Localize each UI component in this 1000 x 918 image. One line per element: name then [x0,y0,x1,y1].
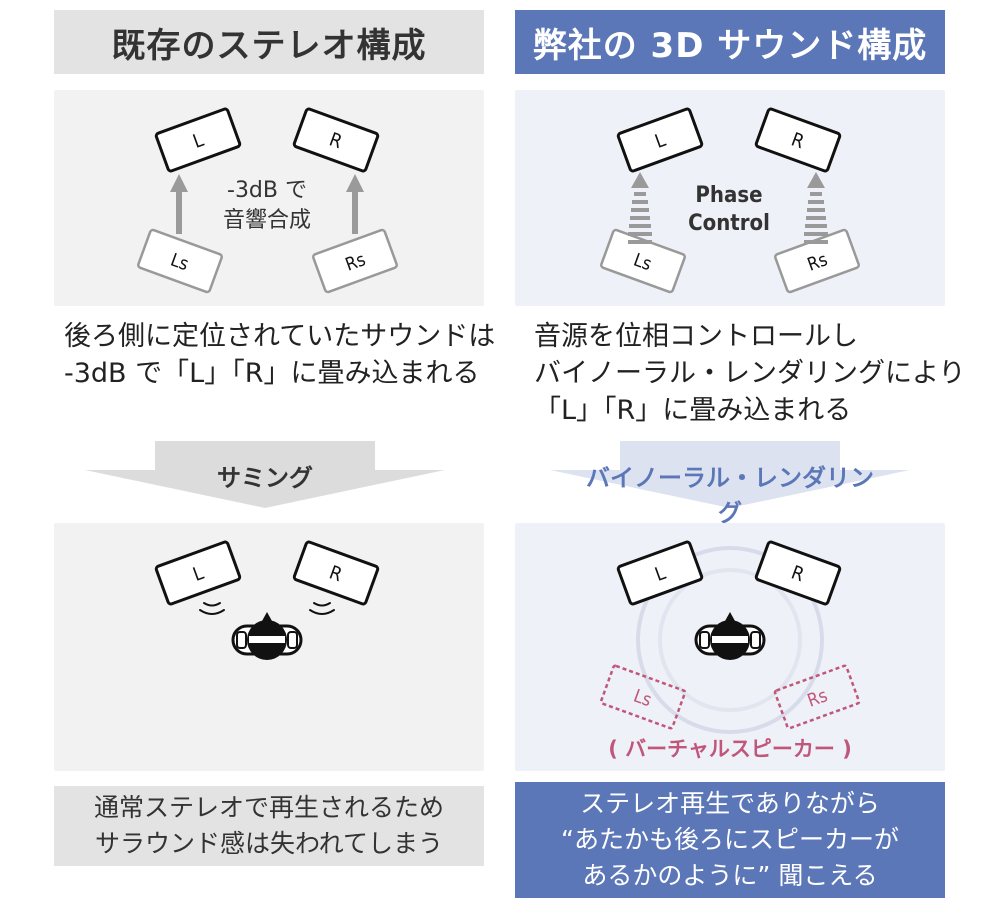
annotation-phase: Phase [695,183,762,208]
speaker-l-top-right: L [616,107,704,173]
sound-wave-right-icon [309,602,335,615]
annotation-minus3db: -3dB で [227,178,307,203]
panel-stereo-top [54,90,484,306]
sound-wave-left-icon [199,602,225,615]
listener-head-icon [694,612,766,660]
speaker-l-top-left: L [154,107,242,173]
process-binaural-label: バイノーラル・レンダリング [586,464,874,527]
speaker-label: Ls [168,250,192,276]
sound-field-circles [636,546,824,734]
header-3d-sound: 弊社の 3D サウンド構成 [515,10,945,74]
header-existing-stereo: 既存のステレオ構成 [54,10,484,74]
conclusion-3d-line2: “あたかも後ろにスピーカーが [561,825,899,854]
desc-right-line2: バイノーラル・レンダリングにより [534,358,966,389]
binaural-down-arrow [550,441,910,508]
speaker-rs-top-left: Rs [312,228,398,294]
listener-head-icon [231,612,303,660]
speaker-ls-top-left: Ls [137,228,223,294]
virtual-speaker-label: ( バーチャルスピーカー ) [608,737,852,761]
conclusion-stereo: 通常ステレオで再生されるため サラウンド感は失われてしまう [54,786,484,866]
speaker-r-top-left: R [292,107,380,173]
conclusion-3d-line3: あるかのように” 聞こえる [582,861,878,890]
phase-arrow-left [628,172,652,244]
summing-down-arrow [85,441,445,508]
conclusion-stereo-line1: 通常ステレオで再生されるため [93,793,444,822]
speaker-rs-top-right: Rs [774,228,860,294]
speaker-l-bottom-right: L [616,540,704,606]
phase-arrow-right [804,172,828,244]
desc-right-line1: 音源を位相コントロールし [534,321,858,352]
desc-right: 音源を位相コントロールし バイノーラル・レンダリングにより 「L」「R」に畳み込… [534,318,965,429]
speaker-label: Ls [631,250,655,276]
conclusion-3d-line1: ステレオ再生でありながら [580,789,880,818]
desc-right-line3: 「L」「R」に畳み込まれる [534,395,852,426]
virtual-speaker-rs: Rs [773,664,861,730]
process-summing-label: サミング [217,464,313,492]
annotation-control: Control [688,211,770,236]
conclusion-3d: ステレオ再生でありながら “あたかも後ろにスピーカーが あるかのように” 聞こえ… [515,782,945,898]
desc-left: 後ろ側に定位されていたサウンドは -3dB で「L」「R」に畳み込まれる [64,318,495,392]
desc-left-line1: 後ろ側に定位されていたサウンドは [64,321,496,352]
speaker-r-bottom-right: R [754,540,842,606]
virtual-speaker-ls: Ls [599,664,687,730]
summing-arrow-right [346,174,364,234]
panel-3d-top [515,90,945,306]
desc-left-line2: -3dB で「L」「R」に畳み込まれる [64,358,480,389]
summing-arrow-left [170,174,188,234]
conclusion-stereo-line2: サラウンド感は失われてしまう [94,829,443,858]
speaker-label: Ls [631,686,655,712]
speaker-r-top-right: R [754,107,842,173]
speaker-l-bottom-left: L [154,540,242,606]
speaker-r-bottom-left: R [292,540,380,606]
annotation-acoustic-synthesis: 音響合成 [223,208,311,233]
